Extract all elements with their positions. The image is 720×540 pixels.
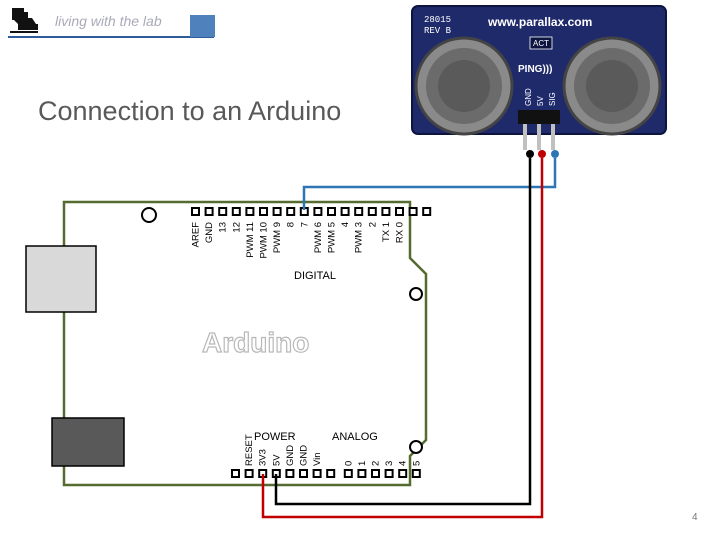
bottom-pin-socket [357,469,367,478]
bottom-pin-socket [326,469,336,478]
digital-pin-socket [367,207,377,216]
analog-pin-label: 0 [343,461,354,466]
wire-gnd [274,158,532,506]
digital-pin-label: 12 [231,222,242,233]
header-accent-box [190,15,215,37]
bottom-pin-socket [343,469,353,478]
bottom-pin-socket [231,469,240,478]
digital-pin-socket [204,207,214,216]
digital-pin-socket [259,207,268,216]
digital-pin-label: TX 1 [381,222,392,242]
logo-icon [10,8,38,33]
digital-pin-socket [354,207,364,216]
bottom-header [231,469,421,478]
power-label: POWER [254,431,296,443]
wire-signal [302,158,557,210]
power-pin-label: GND [285,445,296,466]
digital-pin-socket [327,207,336,216]
digital-pin-label: PWM 3 [354,222,365,253]
connector-5v [538,150,546,158]
digital-pin-socket [231,207,241,216]
wire-5v [261,158,544,519]
digital-pin-socket [381,207,391,216]
digital-pin-socket [340,207,350,216]
digital-pin-label: PWM 5 [327,222,338,253]
digital-pin-socket [218,207,228,216]
digital-pin-label: GND [204,222,215,243]
sensor-pin-gnd: GND [524,88,533,106]
bottom-pin-socket [398,469,408,478]
digital-pin-socket [408,207,418,216]
analog-pin-label: 2 [371,461,382,466]
bottom-pin-socket [244,469,254,478]
digital-pin-label: PWM 9 [272,222,283,253]
power-pin-label: 5V [271,454,282,466]
bottom-pin-socket [384,469,394,478]
header-rule [8,36,214,38]
mounting-hole-right [409,287,423,301]
analog-label: ANALOG [332,431,378,443]
digital-pin-socket [191,207,200,216]
digital-pin-label: 4 [340,222,351,227]
header-text: living with the lab [55,13,162,29]
board-outline [62,200,428,487]
board-name: Arduino [202,327,309,358]
digital-pin-socket [286,207,296,216]
power-pin-label: RESET [244,434,255,466]
digital-pin-label: RX 0 [395,222,406,243]
sensor-pin-sig: SIG [548,92,557,106]
bottom-pin-socket [312,469,322,478]
digital-pin-socket [395,207,404,216]
sensor-pcb-text-2: REV B [424,26,452,36]
connector-gnd [526,150,534,158]
page-title: Connection to an Arduino [38,96,342,126]
digital-pin-socket [272,207,282,216]
sensor-led-label: ACT [533,39,549,48]
page-number: 4 [692,512,698,523]
digital-pin-label: PWM 11 [245,222,256,258]
digital-pin-socket [313,207,323,216]
bottom-pin-socket [411,469,421,478]
usb-connector [25,245,97,313]
bottom-pin-socket [371,469,380,478]
connector-sig [551,150,559,158]
digital-pin-label: 7 [299,222,310,227]
digital-pin-label: 2 [367,222,378,227]
analog-pin-label: 1 [357,461,368,466]
analog-pin-label: 3 [384,461,395,466]
digital-pin-label: 13 [218,222,229,233]
digital-pin-label: PWM 10 [259,222,270,258]
sensor-url: www.parallax.com [487,15,592,29]
bottom-pin-socket [299,469,308,478]
analog-pin-label: 4 [398,461,409,466]
power-pin-label: 3V3 [258,449,269,466]
digital-pin-label: PWM 6 [313,222,324,253]
bottom-pin-socket [285,469,295,478]
sensor-pin-5v: 5V [536,96,545,106]
sensor-pcb-text-1: 28015 [424,15,451,25]
digital-label: DIGITAL [294,270,336,282]
power-jack [51,417,125,467]
digital-pin-label: AREF [191,222,202,248]
digital-pin-label: 8 [286,222,297,227]
power-pin-label: Vin [312,452,323,466]
mounting-hole-bottom-right [409,440,423,454]
digital-pin-socket [422,207,432,216]
digital-pin-socket [245,207,255,216]
power-pin-label: GND [299,445,310,466]
ultrasonic-sensor: 28015 REV B www.parallax.com ACT PING)))… [411,5,667,150]
mounting-hole-top-left [141,207,157,223]
digital-header [191,207,432,216]
sensor-ping-label: PING))) [518,64,552,75]
analog-pin-label: 5 [411,461,422,466]
